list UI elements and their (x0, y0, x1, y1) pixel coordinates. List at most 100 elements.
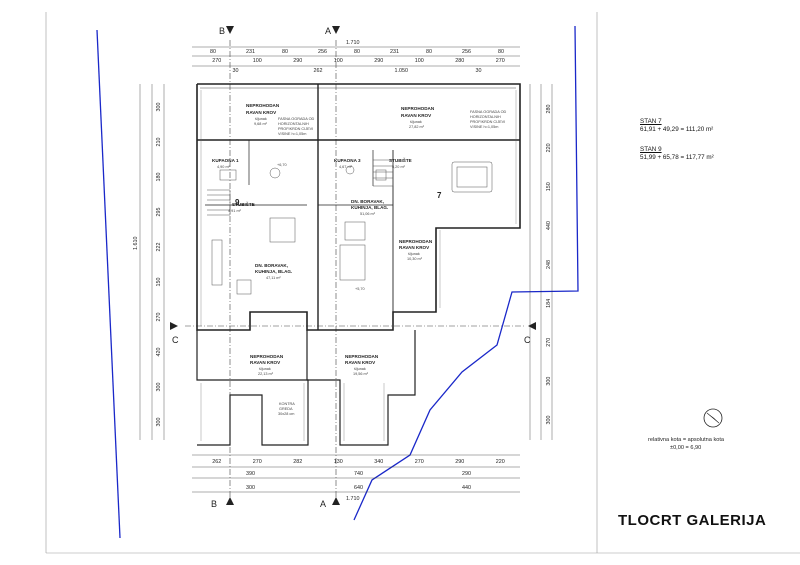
dim-bottom-row1-1: 270 (253, 459, 262, 465)
dim-right-5: 184 (546, 299, 552, 308)
stubiste-right-area: 5,20 m² (392, 165, 406, 169)
roof-bottom-mid-name1: NEPROHODAN (345, 354, 379, 359)
dim-left-total: 1.610 (133, 237, 139, 251)
dim-right-3: 440 (546, 221, 552, 230)
section-label-b-top: B (219, 26, 225, 36)
dim-left-0: 300 (156, 103, 162, 112)
unit-stan-9-area: 51,99 + 65,78 = 117,77 m² (640, 154, 714, 161)
dim-top-row1-4: 80 (354, 49, 360, 55)
roof-top-right-sub: šljunak (410, 120, 422, 124)
roof-bottom-left-name2: RAVAN KROV (250, 360, 281, 365)
kota-line-2: ±0,00 = 6,90 (670, 445, 702, 451)
facade-note-1-l4: VISINE h=1,05m (278, 132, 306, 136)
dim-top-row2-0: 270 (212, 58, 221, 64)
roof-top-left-sub: šljunak (255, 117, 267, 121)
dim-right-4: 248 (546, 260, 552, 269)
building-walls (196, 83, 521, 446)
dim-top-row1-5: 231 (390, 49, 399, 55)
kota-note: relativna kota = apsolutna kota ±0,00 = … (648, 436, 724, 452)
section-label-a-bottom: A (320, 499, 326, 509)
dim-left-5: 150 (156, 278, 162, 287)
facade-note-2-l1: FASNA OGRADA OD (470, 110, 507, 114)
section-marker-c-right: C (524, 322, 536, 345)
boravak-9-name2: KUHINJA, BLAG. (255, 269, 292, 274)
dim-top-row2-3: 100 (334, 58, 343, 64)
roof-bottom-mid-name2: RAVAN KROV (345, 360, 376, 365)
roof-top-left-area: 9,68 m² (254, 122, 268, 126)
dim-top-row2-6: 280 (455, 58, 464, 64)
facade-note-1-l3: PROFIKRDN CIJEVI (278, 127, 313, 131)
room-stubiste-right: STUBIŠTE 5,20 m² (389, 156, 412, 169)
dim-top-row1-0: 80 (210, 49, 216, 55)
roof-top-right-name2: RAVAN KROV (401, 113, 432, 118)
dim-top-row1-7: 256 (462, 49, 471, 55)
north-arrow-icon (703, 408, 723, 428)
dim-top-row3-0: 30 (233, 68, 239, 74)
dim-bottom-row1-3: 130 (334, 459, 343, 465)
dim-top-row3-2: 1.050 (395, 68, 409, 74)
plot-boundary (96, 25, 579, 539)
stubiste-left-area: 4,91 m² (228, 209, 242, 213)
dim-left-1: 210 (156, 138, 162, 147)
roof-bottom-left-sub: šljunak (259, 367, 271, 371)
section-marker-a-top: A (325, 26, 340, 36)
dim-bottom-row1-0: 262 (212, 459, 221, 465)
section-label-c-right: C (524, 335, 531, 345)
roof-right-area: 10,30 m² (407, 257, 423, 261)
wall-hatching (200, 90, 517, 441)
roof-top-left-name1: NEPROHODAN (246, 103, 280, 108)
stubiste-right-name: STUBIŠTE (389, 156, 412, 163)
dim-top-row2-2: 290 (293, 58, 302, 64)
facade-note-2-l4: VISINE h=1,05m (470, 125, 498, 129)
room-kupaona-1: KUPAONA 1 4,90 m² (212, 158, 239, 169)
dim-top-row2-4: 290 (374, 58, 383, 64)
roof-top-right-name1: NEPROHODAN (401, 106, 435, 111)
roof-bottom-mid-sub: šljunak (354, 367, 366, 371)
section-marker-c-left: C (170, 322, 179, 345)
drawing-title: TLOCRT GALERIJA (618, 512, 767, 529)
dim-bottom-row1-2: 282 (293, 459, 302, 465)
roof-top-right-area: 27,82 m² (409, 125, 425, 129)
boravak-9-area: 47,11 m² (266, 276, 281, 280)
kupaona-1-area: 4,90 m² (217, 165, 231, 169)
boravak-7-area: 51,06 m² (360, 212, 376, 216)
room-kontra-greda: KONTRA GREDA 30x28 cm (278, 402, 295, 416)
facade-note-2-l2: HORIZONTALNIH (470, 115, 501, 119)
roof-right-name2: RAVAN KROV (399, 245, 430, 250)
dim-top-row3-1: 262 (314, 68, 323, 74)
kontra-l1: KONTRA (279, 402, 295, 406)
dim-bottom-row3-0: 300 (246, 485, 255, 491)
dim-bottom-row1-6: 290 (455, 459, 464, 465)
dim-bottom-row2-1: 740 (354, 471, 363, 477)
unit-stan-9-name: STAN 9 (640, 146, 662, 153)
boravak-7-name1: DN. BORAVAK, (351, 199, 384, 204)
dimension-lines (139, 46, 553, 493)
facade-note-1-l2: HORIZONTALNIH (278, 122, 309, 126)
roof-bottom-left-name1: NEPROHODAN (250, 354, 284, 359)
roof-bottom-left-area: 22,13 m² (258, 372, 274, 376)
roof-right-sub: šljunak (408, 252, 420, 256)
kontra-l2: GREDA (279, 407, 293, 411)
dim-left-8: 300 (156, 383, 162, 392)
section-label-a-top: A (325, 26, 331, 36)
boravak-7-name2: KUHINJA, BLAG. (351, 205, 388, 210)
section-label-c-left: C (172, 335, 179, 345)
dim-right-1: 220 (546, 143, 552, 152)
level-label-2: +5,70 (355, 287, 365, 291)
facade-note-2: FASNA OGRADA OD HORIZONTALNIH PROFIKRDN … (470, 110, 507, 129)
dim-bottom-row2-2: 290 (462, 471, 471, 477)
facade-note-2-l3: PROFIKRDN CIJEVI (470, 120, 505, 124)
room-stubiste-left: STUBIŠTE 4,91 m² (228, 200, 255, 213)
dim-top-row1-3: 256 (318, 49, 327, 55)
dim-top-row2-1: 100 (253, 58, 262, 64)
roof-top-left-name2: RAVAN KROV (246, 110, 277, 115)
kupaona-1-name: KUPAONA 1 (212, 158, 239, 163)
roof-bottom-mid-area: 19,56 m² (353, 372, 369, 376)
